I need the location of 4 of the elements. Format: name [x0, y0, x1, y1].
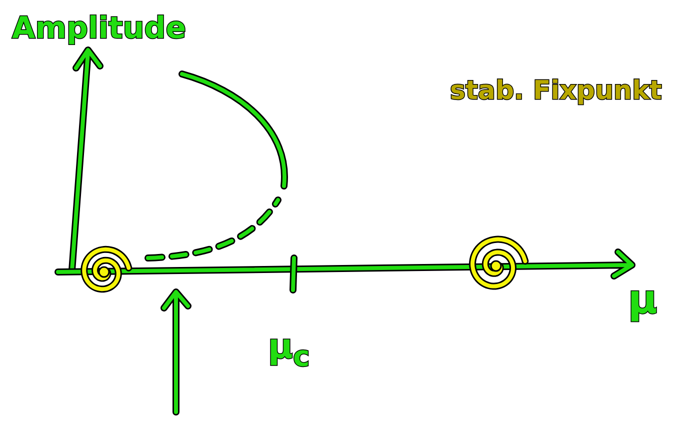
axis-label: μ: [628, 280, 658, 320]
annotation-text: stab. Fixpunkt: [450, 78, 662, 104]
axis-label: Amplitude: [12, 14, 186, 44]
axis-label: μ$_{c}$: [268, 330, 310, 372]
